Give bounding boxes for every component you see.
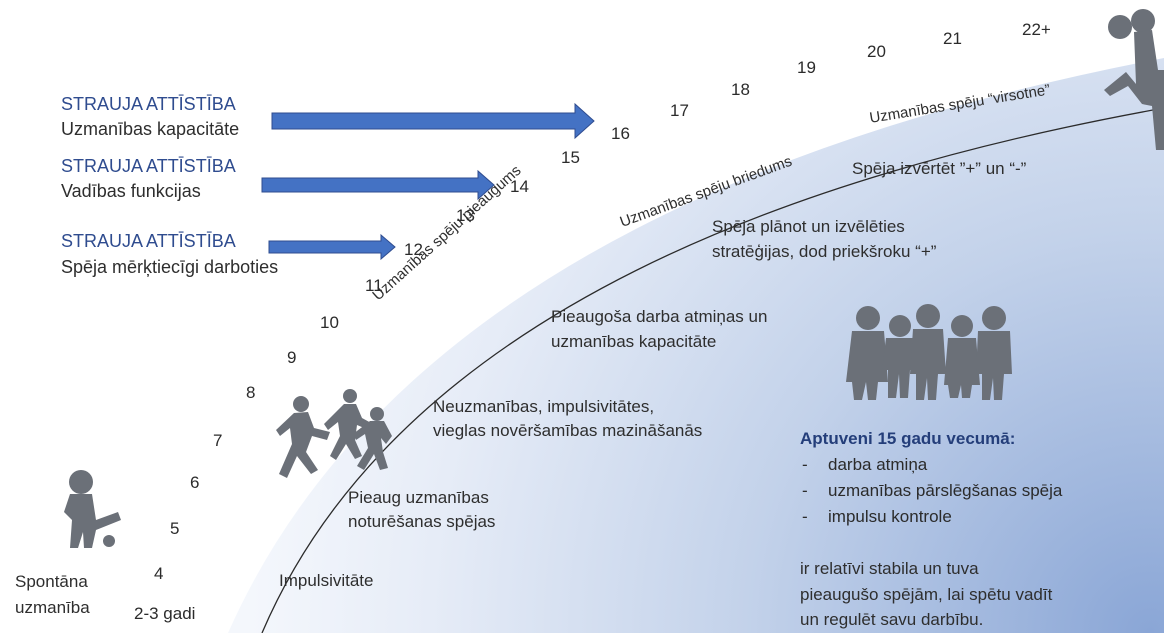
block-2-heading: STRAUJA ATTĪSTĪBA (61, 156, 236, 176)
spontaneous-label-1: Spontāna (15, 572, 88, 591)
evaluate-label: Spēja izvērtēt ”+” un “-” (852, 159, 1027, 178)
arrow-goal-directed (268, 233, 396, 261)
inner-curve (261, 107, 1164, 633)
toddler-silhouette (64, 470, 121, 548)
age-18: 18 (731, 80, 750, 99)
age-17: 17 (670, 101, 689, 120)
age-11: 11 (365, 276, 383, 295)
block-3-text: Spēja mērķtiecīgi darboties (61, 257, 279, 277)
summary-tail-1: ir relatīvi stabila un tuva (800, 559, 979, 578)
memory-label-1: Pieaugoša darba atmiņas un (551, 307, 768, 326)
holding-label-1: Pieaug uzmanības (348, 488, 489, 507)
adult-silhouette (1104, 9, 1164, 150)
impulsivity-label: Impulsivitāte (279, 571, 374, 590)
age-4: 4 (154, 564, 164, 583)
spontaneous-label-2: uzmanība (15, 598, 90, 617)
age-12: 12 (404, 240, 423, 259)
age-21: 21 (943, 29, 962, 48)
age-13: 13 (456, 206, 475, 225)
running-children-silhouette (276, 389, 392, 478)
age-2-3: 2-3 gadi (134, 604, 196, 623)
summary-title: Aptuveni 15 gadu vecumā: (800, 429, 1016, 448)
reduction-label-2: vieglas novēršamības mazināšanās (433, 421, 703, 440)
arrow-attention-capacity (271, 102, 595, 140)
age-6: 6 (190, 473, 200, 492)
holding-label-2: noturēšanas spējas (348, 512, 496, 531)
summary-item: impulsu kontrole (802, 504, 1062, 530)
block-1-text: Uzmanības kapacitāte (61, 119, 240, 139)
teen-group-silhouette (846, 304, 1012, 400)
age-5: 5 (170, 519, 180, 538)
memory-label-2: uzmanības kapacitāte (551, 332, 717, 351)
block-2-text: Vadības funkcijas (61, 181, 201, 201)
strategy-label-2: stratēģijas, dod priekšroku “+” (712, 242, 937, 261)
age-20: 20 (867, 42, 886, 61)
summary-item: darba atmiņa (802, 452, 1062, 478)
age-19: 19 (797, 58, 816, 77)
summary-tail-3: un regulēt savu darbību. (800, 610, 984, 629)
block-3-heading: STRAUJA ATTĪSTĪBA (61, 231, 236, 251)
arrow-executive-functions (261, 169, 495, 201)
age-7: 7 (213, 431, 223, 450)
age-16: 16 (611, 124, 630, 143)
arrows (261, 102, 595, 261)
age-22-plus: 22+ (1022, 20, 1051, 39)
age-10: 10 (320, 313, 339, 332)
age-9: 9 (287, 348, 297, 367)
strategy-label-1: Spēja plānot un izvēlēties (712, 217, 905, 236)
age-15: 15 (561, 148, 580, 167)
summary-item: uzmanības pārslēgšanas spēja (802, 478, 1062, 504)
age-8: 8 (246, 383, 256, 402)
summary-list: darba atmiņa uzmanības pārslēgšanas spēj… (802, 452, 1062, 530)
age-14: 14 (510, 177, 529, 196)
reduction-label-1: Neuzmanības, impulsivitātes, (433, 397, 655, 416)
block-1-heading: STRAUJA ATTĪSTĪBA (61, 94, 236, 114)
summary-tail-2: pieaugušo spējām, lai spētu vadīt (800, 585, 1053, 604)
